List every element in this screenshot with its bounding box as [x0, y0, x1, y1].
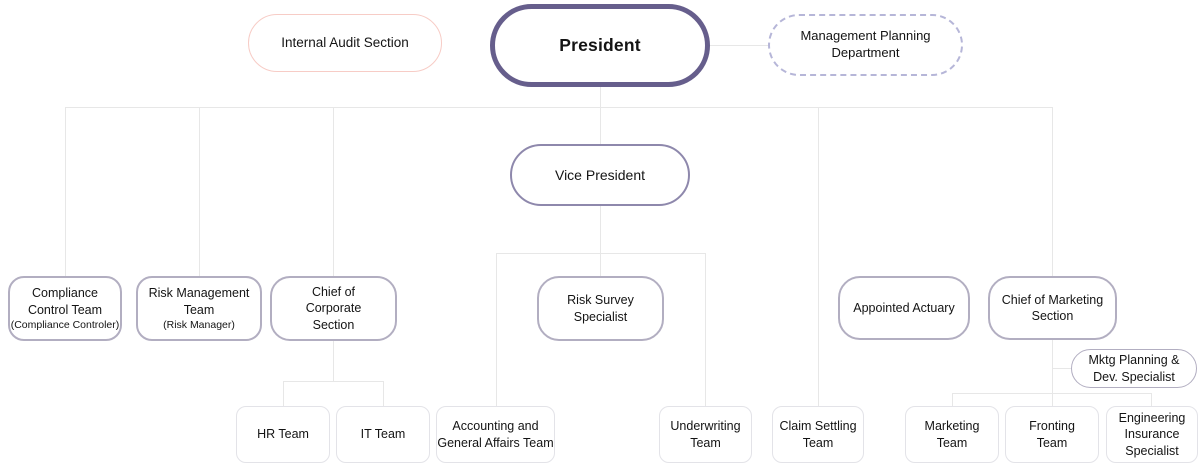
connector-main-horizontal [65, 107, 1052, 108]
org-node-chief-marketing: Chief of Marketing Section [988, 276, 1117, 340]
org-node-risk-survey-label: Risk Survey Specialist [567, 293, 634, 324]
org-node-risk-survey: Risk Survey Specialist [537, 276, 664, 341]
org-node-claim-settling-label: Claim Settling Team [779, 419, 857, 450]
connector-drop-risk-mgmt [199, 107, 200, 276]
org-node-underwriting: Underwriting Team [659, 406, 752, 463]
connector-drop-chief-corporate [333, 107, 334, 276]
connector-drop-underwriting [705, 253, 706, 406]
org-node-compliance-control-label: Compliance Control Team [27, 286, 103, 317]
org-node-fronting-team-label: Fronting Team [1029, 419, 1075, 450]
org-node-management-planning-label: Management Planning Department [800, 28, 931, 60]
org-node-it-team-label: IT Team [360, 427, 406, 442]
org-node-chief-corporate-label: Chief of Corporate Section [305, 285, 362, 332]
org-node-appointed-actuary: Appointed Actuary [838, 276, 970, 340]
org-node-compliance-control: Compliance Control Team (Compliance Cont… [8, 276, 122, 341]
connector-drop-it [383, 381, 384, 406]
connector-vp-branch [496, 253, 705, 254]
org-node-mktg-planning-label: Mktg Planning & Dev. Specialist [1088, 353, 1180, 384]
org-node-it-team: IT Team [336, 406, 430, 463]
org-node-risk-management-label: Risk Management Team [148, 286, 250, 317]
org-node-engineering-label: Engineering Insurance Specialist [1118, 411, 1186, 458]
org-node-engineering: Engineering Insurance Specialist [1106, 406, 1198, 463]
connector-marketing-down [1052, 340, 1053, 393]
org-node-chief-corporate: Chief of Corporate Section [270, 276, 397, 341]
org-node-vice-president: Vice President [510, 144, 690, 206]
connector-president-vp [600, 87, 601, 144]
org-node-internal-audit-label: Internal Audit Section [281, 35, 409, 51]
org-node-fronting-team: Fronting Team [1005, 406, 1099, 463]
org-node-risk-management-sublabel: (Risk Manager) [163, 318, 235, 331]
org-node-underwriting-label: Underwriting Team [670, 419, 741, 450]
org-node-president: President [490, 4, 710, 87]
connector-mktg-planning-tick [1052, 368, 1071, 369]
connector-drop-chief-marketing [1052, 107, 1053, 276]
org-node-hr-team-label: HR Team [257, 427, 309, 442]
connector-vp-down [600, 206, 601, 276]
connector-president-mgmt-planning [710, 45, 768, 46]
connector-marketing-branch [952, 393, 1151, 394]
org-node-risk-management: Risk Management Team (Risk Manager) [136, 276, 262, 341]
connector-corporate-branch [283, 381, 384, 382]
org-node-appointed-actuary-label: Appointed Actuary [853, 300, 955, 315]
org-node-marketing-team: Marketing Team [905, 406, 999, 463]
org-node-accounting-label: Accounting and General Affairs Team [437, 419, 554, 450]
org-node-vice-president-label: Vice President [554, 166, 645, 183]
org-node-chief-marketing-label: Chief of Marketing Section [1001, 292, 1104, 323]
connector-drop-accounting [496, 253, 497, 406]
connector-drop-compliance [65, 107, 66, 276]
org-node-management-planning: Management Planning Department [768, 14, 963, 76]
connector-corporate-down [333, 340, 334, 381]
org-node-president-label: President [559, 35, 641, 56]
connector-drop-marketing-team [952, 393, 953, 406]
org-node-compliance-control-sublabel: (Compliance Controler) [10, 318, 120, 331]
connector-drop-claim-settling [818, 107, 819, 406]
connector-drop-fronting-team [1052, 393, 1053, 406]
org-node-internal-audit: Internal Audit Section [248, 14, 442, 72]
connector-drop-hr [283, 381, 284, 406]
org-node-claim-settling: Claim Settling Team [772, 406, 864, 463]
org-node-mktg-planning: Mktg Planning & Dev. Specialist [1071, 349, 1197, 388]
org-node-marketing-team-label: Marketing Team [924, 419, 980, 450]
org-node-accounting: Accounting and General Affairs Team [436, 406, 555, 463]
org-node-hr-team: HR Team [236, 406, 330, 463]
connector-drop-engineering [1151, 393, 1152, 406]
